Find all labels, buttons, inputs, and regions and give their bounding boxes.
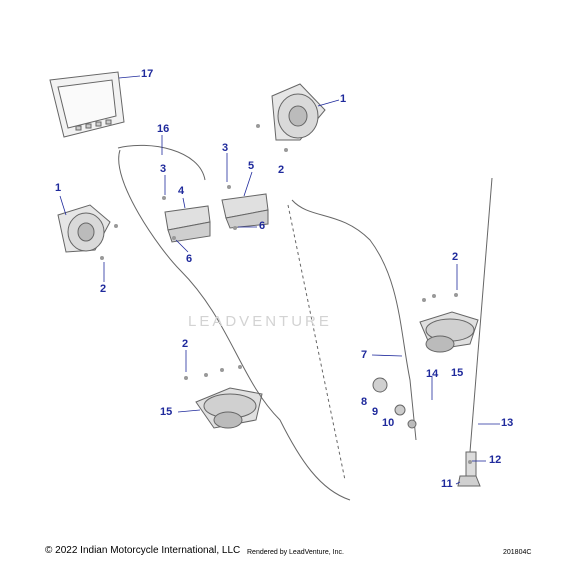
callout-1: 1 (340, 93, 347, 105)
washer-part (394, 404, 406, 416)
fastener-set (100, 124, 472, 464)
callout-2c: 2 (452, 251, 459, 263)
watermark: LEADVENTURE (188, 313, 332, 330)
tweeter-part-5 (221, 193, 269, 229)
callout-1b: 1 (55, 182, 62, 194)
callout-8: 8 (361, 396, 368, 408)
callout-4: 4 (178, 185, 185, 197)
nut-part (407, 419, 417, 429)
harness-branch-16 (117, 144, 206, 181)
antenna-base-part (457, 475, 481, 487)
display-screen-part (49, 71, 125, 138)
callout-7: 7 (361, 349, 368, 361)
callout-17: 17 (141, 68, 154, 80)
callout-2: 2 (278, 164, 285, 176)
callout-6b: 6 (186, 253, 193, 265)
callout-15: 15 (451, 367, 464, 379)
callout-3: 3 (222, 142, 229, 154)
callout-2b: 2 (100, 283, 107, 295)
dashed-leader (287, 204, 346, 481)
tweeter-part-4 (164, 205, 211, 243)
speaker-right-part (419, 311, 479, 353)
callout-6: 6 (259, 220, 266, 232)
callout-5: 5 (248, 160, 255, 172)
callout-12: 12 (489, 454, 502, 466)
callout-14: 14 (426, 368, 439, 380)
callout-16: 16 (157, 123, 170, 135)
rendered-by-text: Rendered by LeadVenture, Inc. (247, 549, 344, 556)
callout-9: 9 (372, 406, 379, 418)
knob-part (372, 377, 388, 393)
speaker-lower-left-part (195, 387, 263, 429)
callout-3b: 3 (160, 163, 167, 175)
callout-13: 13 (501, 417, 514, 429)
diagram-code: 201804C (503, 549, 532, 556)
speaker-left-part (57, 204, 111, 253)
callout-11: 11 (441, 478, 453, 490)
copyright-text: © 2022 Indian Motorcycle International, … (45, 545, 241, 556)
speaker-top-right-part (271, 83, 326, 141)
callout-10: 10 (382, 417, 395, 429)
harness-cable-16 (118, 149, 351, 501)
callout-15b: 15 (160, 406, 173, 418)
harness-cable-7 (291, 199, 417, 441)
callout-2d: 2 (182, 338, 189, 350)
